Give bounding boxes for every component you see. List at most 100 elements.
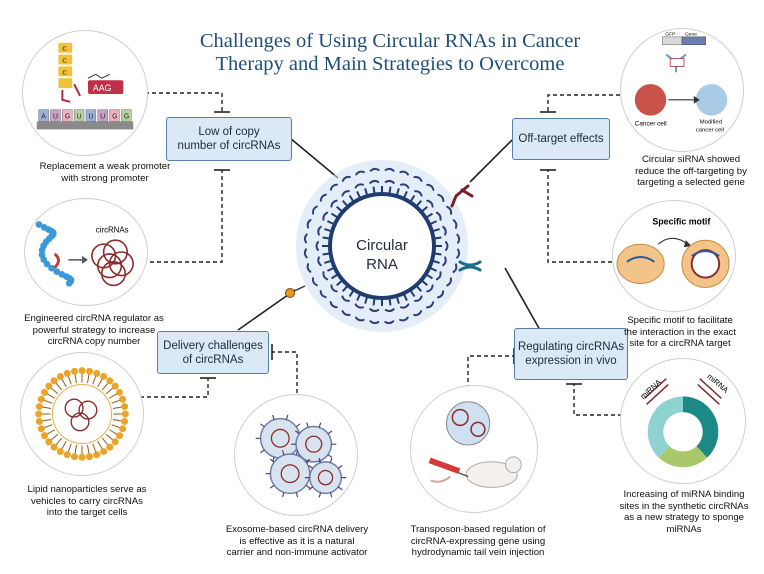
exosome-marker — [327, 430, 333, 435]
ring-tick — [421, 279, 428, 287]
lipid-head — [115, 432, 124, 440]
ring-tick — [330, 273, 338, 280]
line-regulating-to-center — [504, 267, 541, 331]
exosome-cargo — [317, 469, 334, 486]
halo-squiggle — [306, 219, 312, 229]
exosome-marker — [260, 449, 265, 454]
halo-squiggle — [317, 256, 322, 267]
ring-tick — [388, 186, 392, 194]
halo-squiggle — [315, 241, 319, 251]
exosome-marker — [337, 465, 343, 469]
halo-squiggle — [400, 303, 410, 309]
caption-sirna: Circular siRNA showed reduce the off-tar… — [618, 154, 764, 189]
dash-regulator — [150, 170, 223, 263]
ring-tick — [421, 205, 428, 213]
exosome-cargo — [280, 464, 300, 484]
diagram-title: Challenges of Using Circular RNAs in Can… — [150, 30, 630, 76]
halo-squiggle — [456, 248, 461, 259]
lipid-head — [111, 382, 119, 390]
caption-lipid-line-1: Lipid nanoparticles serve as — [27, 484, 147, 495]
lipid-head — [111, 438, 119, 446]
halo-squiggle — [355, 316, 365, 322]
caption-exosome-line-1: Exosome-based circRNA delivery — [225, 524, 369, 535]
halo-squiggle — [446, 277, 452, 287]
svg-text:C: C — [62, 58, 67, 64]
caption-regulator-line-1: Engineered circRNA regulator as — [24, 313, 164, 324]
challenge-delivery-box: Delivery challenges of circRNAs — [157, 331, 269, 374]
ring-tick — [330, 212, 338, 219]
ring-tick — [434, 252, 442, 256]
lipid-head — [106, 377, 114, 385]
ring-tick — [348, 290, 355, 298]
halo-squiggle — [442, 225, 447, 236]
halo-squiggle — [341, 295, 350, 302]
lipid-head — [35, 402, 43, 411]
nucleotide — [85, 109, 97, 122]
lipid-head — [93, 451, 101, 459]
exosome-marker — [295, 492, 299, 498]
lipid-head — [56, 447, 64, 456]
ring-tick — [326, 220, 335, 225]
halo-squiggle — [369, 179, 380, 184]
cancer-cell-label: Cancer cell — [635, 120, 667, 127]
exosome-illustration — [234, 394, 358, 516]
ring-tick — [356, 293, 361, 302]
dash-promoter — [145, 92, 223, 112]
caption-lipid: Lipid nanoparticles serve as vehicles to… — [14, 484, 160, 519]
ring-tick — [415, 285, 423, 292]
nucleotide-label: U — [88, 114, 93, 121]
lipid-head — [119, 425, 127, 433]
exosome-marker — [281, 450, 285, 456]
ring-tick — [322, 236, 330, 240]
lipid-head — [106, 443, 114, 451]
halo-squiggle — [354, 303, 364, 309]
dash-transposon — [467, 355, 514, 396]
line-copy-to-center — [289, 137, 339, 179]
ring-tick — [429, 220, 438, 225]
ring-tick — [372, 298, 376, 306]
mirna-left-label: miRNA — [639, 377, 664, 401]
exosome-cargo — [270, 428, 290, 448]
ring-tick — [324, 259, 332, 264]
exosome-marker — [272, 414, 275, 420]
halo-squiggle — [322, 211, 329, 221]
lipid-head — [115, 388, 124, 396]
halo-squiggle — [435, 271, 442, 281]
halo-squiggle — [341, 310, 351, 316]
binding-domain — [53, 252, 60, 269]
challenge-copy-number-line-1: Low of copy — [198, 126, 260, 138]
halo-squiggle — [303, 233, 308, 244]
caption-exosome-line-3: carrier and non-immune activator — [226, 547, 368, 559]
title-line-2: Therapy and Main Strategies to Overcome — [215, 53, 565, 75]
ring-tick — [409, 194, 416, 202]
caption-motif-line-3: site for a circRNA target — [629, 338, 731, 350]
halo-squiggle — [341, 190, 350, 197]
caption-regulator: Engineered circRNA regulator as powerful… — [10, 313, 178, 348]
lipid-head — [78, 453, 86, 461]
caption-promoter-line-1: Replacement a weak promoter — [39, 161, 171, 172]
lipid-head — [121, 402, 129, 411]
halo-squiggle — [400, 183, 410, 189]
exosome-marker — [318, 457, 322, 463]
challenge-regulating-line-2: expression in vivo — [525, 355, 617, 367]
halo-squiggle — [319, 193, 327, 202]
center-label-line-2: RNA — [366, 256, 398, 273]
challenge-copy-number-line-2: number of circRNAs — [177, 140, 281, 152]
exosome-vesicle — [269, 453, 311, 495]
mirna-sponge-illustration: miRNA miRNA — [620, 358, 746, 484]
halo-squiggle — [437, 290, 445, 299]
dash-motif — [547, 170, 612, 263]
lipid-head — [50, 377, 58, 385]
title-line-1: Challenges of Using Circular RNAs in Can… — [199, 30, 581, 52]
protein-bead — [53, 268, 61, 275]
ring-tick — [403, 190, 408, 199]
halo-squiggle — [322, 271, 329, 281]
nucleotide-label: U — [77, 114, 82, 121]
challenge-regulating-box: Regulating circRNAs expression in vivo — [514, 328, 628, 380]
ring-tick — [326, 267, 335, 272]
lipid-head — [119, 395, 127, 403]
caption-mirna-line-4: miRNAs — [666, 523, 702, 535]
ring-tick — [388, 298, 392, 306]
nucleotide-label: G — [65, 114, 70, 121]
